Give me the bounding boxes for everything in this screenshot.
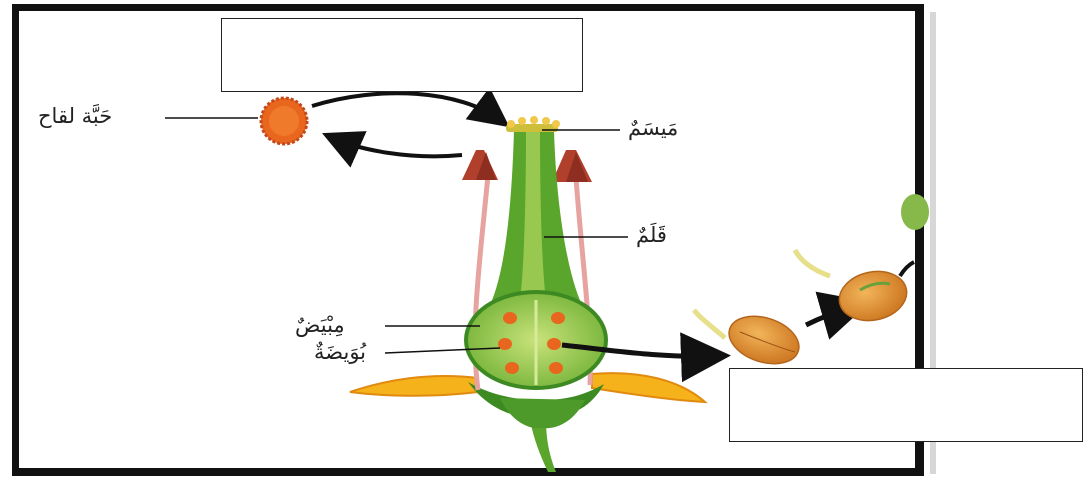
petal-left <box>350 376 478 396</box>
answer-box-bottom-right[interactable] <box>729 368 1083 442</box>
label-ovary: مِبْيَضٌ <box>295 313 345 337</box>
petal-right <box>592 373 705 402</box>
ovary <box>466 292 606 388</box>
arrow-seed2-to-seed3 <box>900 262 914 276</box>
sepal-lower <box>500 398 585 428</box>
seed-2 <box>795 250 911 327</box>
pollen-grain <box>261 98 307 144</box>
label-stigma: مَيسَمٌ <box>628 116 678 140</box>
anther-left <box>462 150 498 180</box>
seed-1 <box>694 308 805 372</box>
seed-3-partial <box>901 194 929 230</box>
answer-box-top[interactable] <box>221 18 583 92</box>
label-ovule: بُوَيضَةٌ <box>314 340 366 364</box>
anther-right <box>552 150 592 182</box>
arrow-pollen-to-stigma <box>312 93 500 120</box>
arrow-anther-to-pollen <box>333 138 462 156</box>
label-pollen: حَبَّة لقاح <box>38 104 112 128</box>
label-style: قَلَمٌ <box>636 223 667 247</box>
